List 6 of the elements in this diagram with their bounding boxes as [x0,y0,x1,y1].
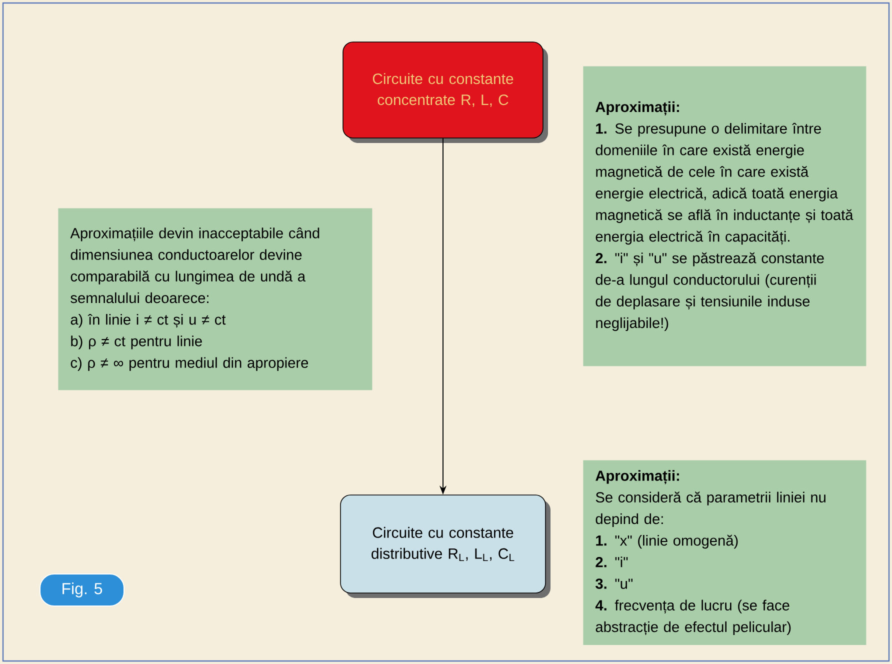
note-box: Aproximații: Se consideră că parametrii liniei nu depind de: 1. "x" (linie omogenă) 2. "i" 3. "u" 4. frecvența de lucru (se face abstracție de efectul pelicular) [583,460,866,646]
process-box: Circuite cu constante concentrate R, L, C [342,42,548,143]
figure-badge: Fig. 5 [40,573,124,606]
note-box: Aproximații: 1. Se presupune o delimitare între domeniile în care există energie magnetică de cele în care există energie electrică, adică toată energia magnetică se află în inductanțe și toată energia electrică în capacități. 2. "i" și "u" se păstrează constante de-a lungul conductorului (curenții de deplasare și tensiunile induse neglijabile!) [583,66,866,366]
note-box: Aproximațiile devin inacceptabile când dimensiunea conductoarelor devine comparabilă cu lungimea de undă a semnalului deoarece: a) în linie i ≠ ct și u ≠ ct b) ρ ≠ ct pentru linie c) ρ ≠ ∞ pentru mediul din apropiere [58,208,372,390]
process-box: Circuite cu constante distributive R$_{L}$, L$_{L}$, C$_{L}$ [340,494,550,598]
